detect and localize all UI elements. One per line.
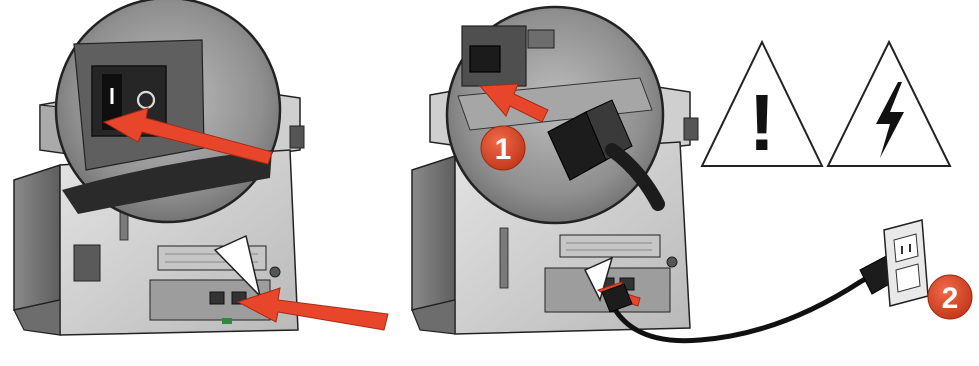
step-2-label: 2 — [942, 282, 959, 315]
warning-glyph: ! — [749, 78, 776, 167]
power-switch-panel — [14, 0, 388, 335]
electrical-hazard-icon — [828, 42, 950, 166]
printer-power-port — [470, 46, 500, 72]
wall-outlet — [884, 220, 928, 306]
step-1-label: 1 — [495, 133, 512, 166]
step-1-badge: 1 — [481, 126, 525, 170]
power-cord-panel: 1 2 ! — [412, 7, 972, 341]
exclamation-warning-icon: ! — [702, 42, 822, 167]
step-2-badge: 2 — [928, 275, 972, 319]
